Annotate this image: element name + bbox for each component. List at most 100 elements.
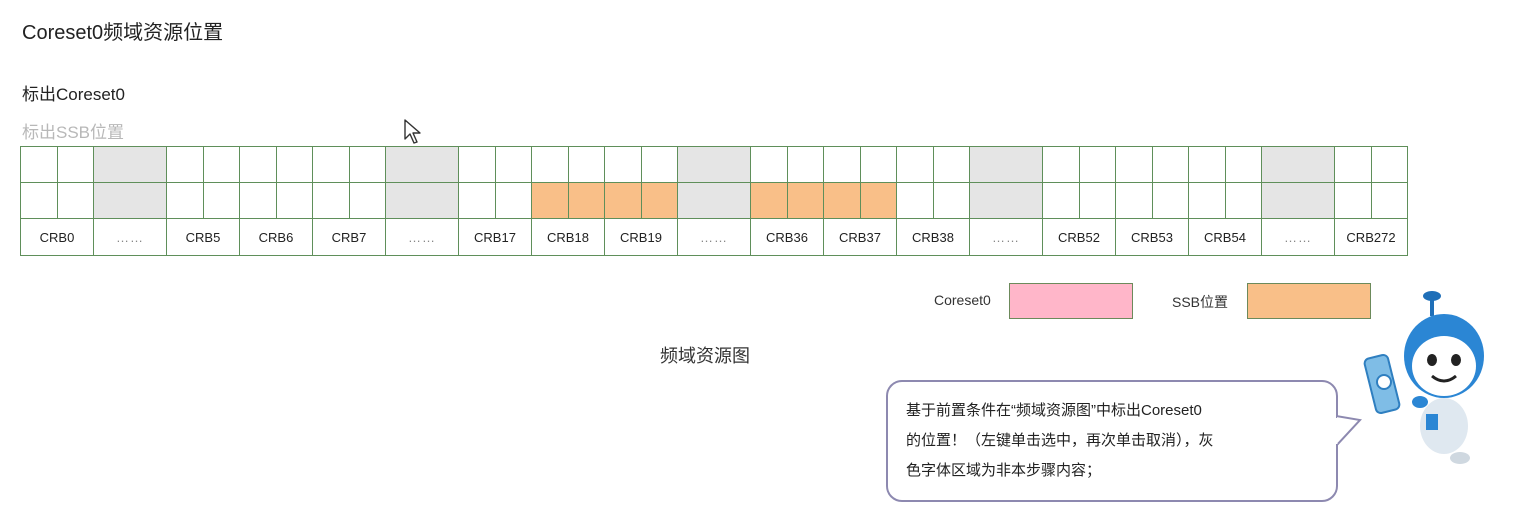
grid-row-1-subcell-16-1[interactable]	[1226, 147, 1262, 182]
grid-row-2-cell-4[interactable]	[312, 182, 386, 219]
grid-row-2-subcell-3-1[interactable]	[277, 183, 313, 218]
crb-label-2: CRB5	[166, 218, 240, 256]
crb-label-9: ……	[677, 218, 751, 256]
grid-row-1-subcell-2-0[interactable]	[167, 147, 204, 182]
grid-row-1-cell-10[interactable]	[750, 146, 824, 183]
grid-row-2-subcell-16-1[interactable]	[1226, 183, 1262, 218]
grid-row-1-cell-0[interactable]	[20, 146, 94, 183]
grid-row-1-cell-8[interactable]	[604, 146, 678, 183]
grid-row-2-cell-8[interactable]	[604, 182, 678, 219]
grid-row-1-subcell-14-0[interactable]	[1043, 147, 1080, 182]
grid-row-1-cell-2[interactable]	[166, 146, 240, 183]
grid-row-2-subcell-14-1[interactable]	[1080, 183, 1116, 218]
grid-row-2-subcell-11-1[interactable]	[860, 183, 896, 218]
grid-row-1-cell-13	[969, 146, 1043, 183]
crb-label-0: CRB0	[20, 218, 94, 256]
grid-row-1-cell-4[interactable]	[312, 146, 386, 183]
grid-row-1-subcell-8-1[interactable]	[642, 147, 678, 182]
grid-row-2-subcell-6-1[interactable]	[496, 183, 532, 218]
instruction-line-2: 的位置！（左键单击选中，再次单击取消），灰	[906, 432, 1214, 449]
grid-row-2-cell-15[interactable]	[1115, 182, 1189, 219]
grid-row-2-subcell-11-0[interactable]	[824, 183, 861, 218]
grid-row-2-subcell-2-0[interactable]	[167, 183, 204, 218]
grid-row-1-cell-15[interactable]	[1115, 146, 1189, 183]
grid-row-2-subcell-0-1[interactable]	[58, 183, 94, 218]
bubble-tail-icon	[1336, 414, 1362, 448]
grid-row-2-subcell-4-0[interactable]	[313, 183, 350, 218]
grid-row-2-cell-12[interactable]	[896, 182, 970, 219]
grid-row-1-subcell-12-0[interactable]	[897, 147, 934, 182]
grid-row-1-cell-6[interactable]	[458, 146, 532, 183]
robot-mascot-icon	[1363, 291, 1484, 464]
grid-row-2-cell-2[interactable]	[166, 182, 240, 219]
legend-coreset0-label: Coreset0	[934, 292, 991, 308]
grid-row-1-subcell-15-0[interactable]	[1116, 147, 1153, 182]
grid-row-1-subcell-0-1[interactable]	[58, 147, 94, 182]
grid-row-1-subcell-6-0[interactable]	[459, 147, 496, 182]
grid-row-2-subcell-7-0[interactable]	[532, 183, 569, 218]
grid-row-1-cell-17	[1261, 146, 1335, 183]
grid-row-1-subcell-11-1[interactable]	[861, 147, 897, 182]
crb-label-11: CRB37	[823, 218, 897, 256]
step-mark-coreset0[interactable]: 标出Coreset0	[22, 85, 125, 104]
grid-row-2-cell-3[interactable]	[239, 182, 313, 219]
grid-row-2-subcell-2-1[interactable]	[204, 183, 240, 218]
grid-row-1-subcell-18-0[interactable]	[1335, 147, 1372, 182]
grid-row-1-subcell-18-1[interactable]	[1372, 147, 1408, 182]
grid-row-2-cell-14[interactable]	[1042, 182, 1116, 219]
grid-row-2-cell-13	[969, 182, 1043, 219]
grid-row-1-subcell-7-0[interactable]	[532, 147, 569, 182]
grid-row-2-subcell-3-0[interactable]	[240, 183, 277, 218]
crb-label-6: CRB17	[458, 218, 532, 256]
grid-row-1-subcell-14-1[interactable]	[1080, 147, 1116, 182]
grid-row-2-subcell-10-0[interactable]	[751, 183, 788, 218]
grid-row-2-cell-11[interactable]	[823, 182, 897, 219]
grid-row-1-subcell-3-1[interactable]	[277, 147, 313, 182]
grid-row-1-cell-11[interactable]	[823, 146, 897, 183]
grid-row-1-subcell-16-0[interactable]	[1189, 147, 1226, 182]
grid-row-1-subcell-7-1[interactable]	[569, 147, 605, 182]
grid-row-2-cell-17	[1261, 182, 1335, 219]
grid-row-1-subcell-6-1[interactable]	[496, 147, 532, 182]
grid-row-1-subcell-3-0[interactable]	[240, 147, 277, 182]
grid-row-2-subcell-12-1[interactable]	[934, 183, 970, 218]
grid-row-2-subcell-16-0[interactable]	[1189, 183, 1226, 218]
grid-row-1-cell-7[interactable]	[531, 146, 605, 183]
grid-row-1-subcell-15-1[interactable]	[1153, 147, 1189, 182]
grid-row-1-subcell-0-0[interactable]	[21, 147, 58, 182]
grid-row-1-subcell-4-1[interactable]	[350, 147, 386, 182]
grid-row-1-cell-3[interactable]	[239, 146, 313, 183]
grid-row-1-subcell-12-1[interactable]	[934, 147, 970, 182]
grid-row-1-cell-12[interactable]	[896, 146, 970, 183]
grid-row-2-cell-7[interactable]	[531, 182, 605, 219]
grid-row-2-subcell-4-1[interactable]	[350, 183, 386, 218]
grid-row-2-subcell-10-1[interactable]	[787, 183, 823, 218]
grid-caption: 频域资源图	[660, 346, 750, 366]
grid-row-2-subcell-7-1[interactable]	[568, 183, 604, 218]
grid-row-1-subcell-8-0[interactable]	[605, 147, 642, 182]
grid-row-1-cell-14[interactable]	[1042, 146, 1116, 183]
grid-row-2-subcell-0-0[interactable]	[21, 183, 58, 218]
grid-row-1-subcell-10-0[interactable]	[751, 147, 788, 182]
grid-row-2-cell-0[interactable]	[20, 182, 94, 219]
grid-row-2-cell-10[interactable]	[750, 182, 824, 219]
grid-row-2-subcell-15-0[interactable]	[1116, 183, 1153, 218]
grid-row-2-cell-6[interactable]	[458, 182, 532, 219]
grid-row-2-cell-18[interactable]	[1334, 182, 1408, 219]
grid-row-2-subcell-14-0[interactable]	[1043, 183, 1080, 218]
grid-row-2-cell-16[interactable]	[1188, 182, 1262, 219]
grid-row-2-subcell-18-1[interactable]	[1372, 183, 1408, 218]
grid-row-1-subcell-2-1[interactable]	[204, 147, 240, 182]
grid-row-1-cell-16[interactable]	[1188, 146, 1262, 183]
grid-row-2-subcell-12-0[interactable]	[897, 183, 934, 218]
grid-row-2-subcell-15-1[interactable]	[1153, 183, 1189, 218]
grid-row-1-subcell-10-1[interactable]	[788, 147, 824, 182]
grid-row-1-cell-18[interactable]	[1334, 146, 1408, 183]
grid-row-1-subcell-4-0[interactable]	[313, 147, 350, 182]
crb-label-4: CRB7	[312, 218, 386, 256]
grid-row-1-subcell-11-0[interactable]	[824, 147, 861, 182]
grid-row-2-subcell-6-0[interactable]	[459, 183, 496, 218]
grid-row-2-subcell-8-1[interactable]	[641, 183, 677, 218]
grid-row-2-subcell-18-0[interactable]	[1335, 183, 1372, 218]
grid-row-2-subcell-8-0[interactable]	[605, 183, 642, 218]
